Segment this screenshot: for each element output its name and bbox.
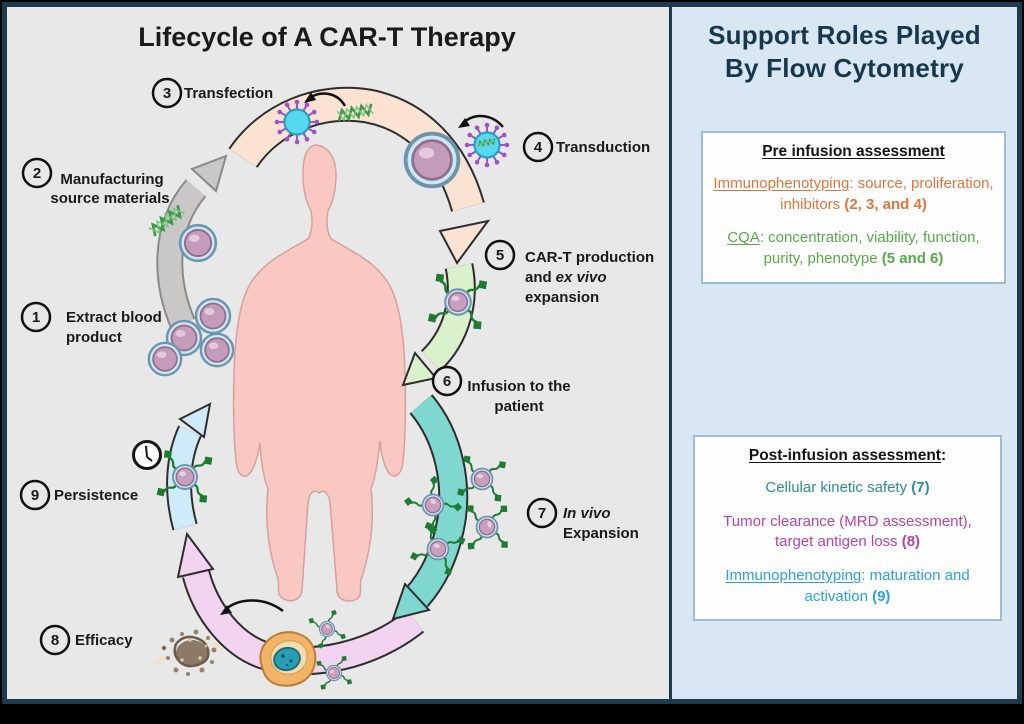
svg-text:2: 2 bbox=[33, 165, 41, 182]
post-infusion-item-immunophenotyping: Immunophenotyping: maturation and activa… bbox=[725, 567, 970, 605]
arc-green-expansion bbox=[401, 263, 476, 387]
virus-icon bbox=[463, 121, 511, 169]
svg-text:9: 9 bbox=[31, 487, 39, 504]
pre-infusion-heading: Pre infusion assessment bbox=[762, 143, 945, 160]
tumor-debris bbox=[153, 629, 222, 676]
svg-text:6: 6 bbox=[443, 373, 451, 390]
step-1-label: Extract blood bbox=[66, 309, 162, 326]
transduction-arrow bbox=[458, 114, 504, 128]
svg-text:4: 4 bbox=[534, 139, 543, 156]
svg-text:expansion: expansion bbox=[525, 289, 599, 306]
poster-frame: Lifecycle of A CAR-T Therapy bbox=[2, 2, 1022, 704]
step-8-marker: 8 Efficacy bbox=[39, 624, 133, 656]
step-2-marker: 2 Manufacturing source materials bbox=[21, 157, 170, 207]
lifecycle-diagram: Lifecycle of A CAR-T Therapy bbox=[19, 22, 654, 699]
step-6-label: Infusion to the bbox=[467, 378, 570, 395]
post-infusion-heading: Post-infusion assessment: bbox=[748, 447, 947, 464]
step-7-marker: 7 In vivo Expansion bbox=[526, 497, 639, 542]
t-cell-large bbox=[403, 131, 461, 189]
svg-text:patient: patient bbox=[494, 398, 543, 415]
step-1-marker: 1 Extract blood product bbox=[20, 301, 162, 346]
pre-infusion-box: Pre infusion assessment Immunophenotypin… bbox=[701, 131, 1006, 284]
panel-title-line1: Support Roles Played bbox=[708, 20, 981, 50]
step-9-label: Persistence bbox=[54, 487, 138, 504]
post-infusion-item-kinetic-safety: Cellular kinetic safety (7) bbox=[765, 479, 930, 496]
step-3-marker: 3 Transfection bbox=[151, 77, 273, 109]
arc-manufacturing bbox=[156, 154, 228, 330]
step-5-label: CAR-T production bbox=[525, 249, 654, 266]
svg-text:product: product bbox=[66, 329, 122, 346]
post-infusion-box: Post-infusion assessment: Cellular kinet… bbox=[693, 435, 1002, 622]
svg-text:8: 8 bbox=[51, 632, 59, 649]
step-4-label: Transduction bbox=[556, 139, 650, 156]
arc-teal-invivo bbox=[391, 394, 469, 621]
step-8-label: Efficacy bbox=[75, 632, 133, 649]
tumor-attack-arrow bbox=[220, 599, 284, 615]
step-4-marker: 4 Transduction bbox=[522, 131, 650, 163]
step-6-marker: 6 Infusion to the patient bbox=[431, 365, 571, 415]
step-2-label: Manufacturing bbox=[60, 171, 163, 188]
svg-text:7: 7 bbox=[538, 505, 546, 522]
svg-text:source materials: source materials bbox=[50, 190, 169, 207]
step-9-marker: 9 Persistence bbox=[19, 479, 138, 511]
human-silhouette bbox=[232, 144, 407, 602]
clock-icon bbox=[132, 440, 162, 470]
svg-text:Expansion: Expansion bbox=[563, 525, 639, 542]
t-cell bbox=[178, 223, 218, 263]
tumor-cell bbox=[259, 631, 317, 687]
svg-text:5: 5 bbox=[496, 247, 504, 264]
pre-infusion-item-immunophenotyping: Immunophenotyping: source, proliferation… bbox=[713, 175, 994, 213]
svg-text:1: 1 bbox=[32, 309, 40, 326]
post-infusion-item-tumor-clearance: Tumor clearance (MRD assessment), target… bbox=[723, 512, 972, 551]
panel-title-line2: By Flow Cytometry bbox=[725, 53, 964, 84]
panel-title: Support Roles Played By Flow Cytometry bbox=[678, 19, 1011, 85]
transfection-arrow bbox=[304, 92, 347, 107]
panel-divider bbox=[669, 7, 672, 699]
arc-peach-top bbox=[228, 86, 491, 265]
pre-infusion-item-cqa: CQA: concentration, viability, function,… bbox=[727, 229, 980, 268]
diagram-title: Lifecycle of A CAR-T Therapy bbox=[138, 22, 516, 52]
lifecycle-panel: Lifecycle of A CAR-T Therapy bbox=[7, 7, 669, 699]
svg-text:3: 3 bbox=[163, 85, 171, 102]
step-7-label: In vivo bbox=[563, 505, 611, 522]
step-3-label: Transfection bbox=[184, 85, 273, 102]
flow-cytometry-panel: Support Roles Played By Flow Cytometry P… bbox=[672, 7, 1017, 699]
